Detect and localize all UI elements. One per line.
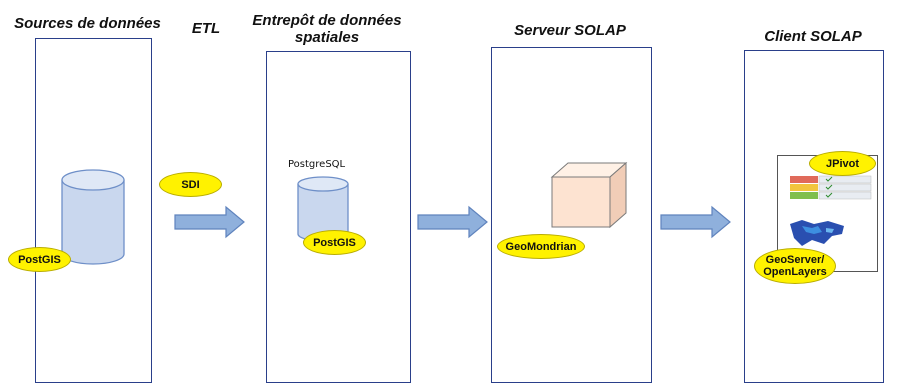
- bubble-client-geoserver: GeoServer/ OpenLayers: [754, 248, 836, 284]
- arrow-server-to-client: [660, 205, 731, 239]
- header-warehouse-line2: spatiales: [294, 29, 360, 46]
- bubble-warehouse-postgis: PostGIS: [303, 230, 366, 255]
- olap-cube-icon: [550, 161, 628, 229]
- header-sources: Sources de données: [14, 15, 161, 32]
- bubble-etl-sdi: SDI: [159, 172, 222, 197]
- bubble-sources-postgis: PostGIS: [8, 247, 71, 272]
- bubble-server-geomondrian: GeoMondrian: [497, 234, 585, 259]
- arrow-etl-to-warehouse: [174, 205, 245, 239]
- bubble-client-jpivot: JPivot: [809, 151, 876, 176]
- header-warehouse: Entrepôt de données spatiales: [252, 12, 402, 46]
- warehouse-database-icon: [297, 176, 349, 242]
- header-server: Serveur SOLAP: [514, 22, 626, 39]
- header-warehouse-line1: Entrepôt de données: [252, 12, 402, 29]
- bubble-client-geoserver-line2: OpenLayers: [763, 266, 827, 278]
- pivot-table-thumbnail: [790, 175, 872, 200]
- sources-database-icon: [61, 169, 125, 265]
- header-etl: ETL: [191, 20, 221, 37]
- bubble-client-geoserver-line1: GeoServer/: [765, 254, 825, 266]
- arrow-warehouse-to-server: [417, 205, 488, 239]
- warehouse-db-label: PostgreSQL: [288, 159, 346, 170]
- header-client: Client SOLAP: [764, 28, 862, 45]
- map-thumbnail: [790, 220, 844, 246]
